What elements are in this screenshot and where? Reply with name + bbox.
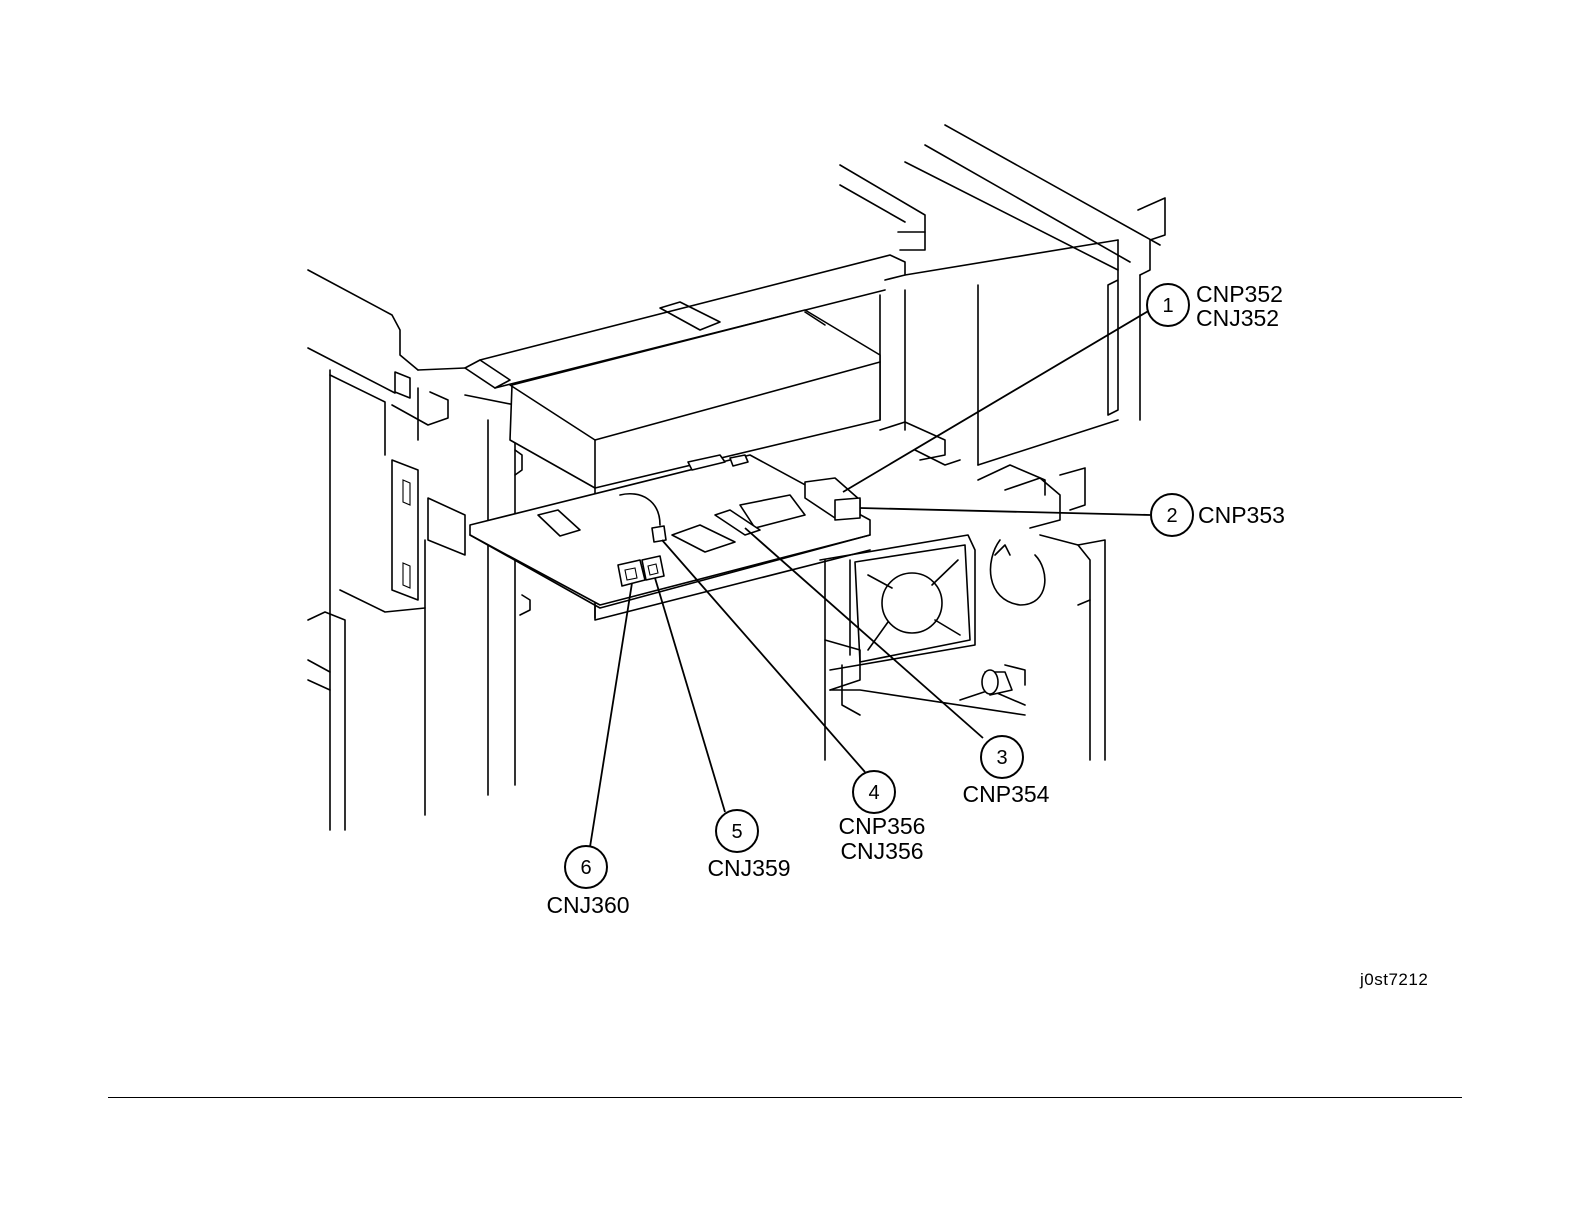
callout-5: 5 CNJ359 (707, 810, 790, 881)
leader-line-6 (590, 583, 632, 847)
callout-label: CNJ356 (840, 838, 923, 864)
leader-line-5 (655, 578, 725, 812)
machine-frame-drawing (308, 125, 1165, 830)
callout-4: 4 CNP356 CNJ356 (839, 771, 926, 864)
callout-number: 6 (580, 857, 591, 879)
callout-label: CNP353 (1198, 502, 1285, 528)
callout-label: CNJ360 (546, 892, 629, 918)
callout-1: 1 CNP352 CNJ352 (1147, 281, 1283, 331)
leader-line-1 (843, 310, 1150, 492)
footer-rule (108, 1097, 1462, 1098)
callout-label: CNP356 (839, 813, 926, 839)
callout-label: CNP352 (1196, 281, 1283, 307)
callout-label: CNJ359 (707, 855, 790, 881)
callout-number: 4 (868, 782, 879, 804)
figure-id: j0st7212 (1360, 970, 1428, 990)
leader-line-4 (662, 540, 865, 772)
callout-6: 6 CNJ360 (546, 846, 629, 918)
callout-number: 3 (996, 747, 1007, 769)
callout-number: 2 (1166, 505, 1177, 527)
callout-3: 3 CNP354 (963, 736, 1050, 807)
leader-line-2 (860, 508, 1150, 515)
callout-label: CNJ352 (1196, 305, 1279, 331)
callout-label: CNP354 (963, 781, 1050, 807)
callout-2: 2 CNP353 (1151, 494, 1285, 536)
leader-line-3 (745, 528, 983, 738)
callout-number: 1 (1162, 295, 1173, 317)
callout-number: 5 (731, 821, 742, 843)
